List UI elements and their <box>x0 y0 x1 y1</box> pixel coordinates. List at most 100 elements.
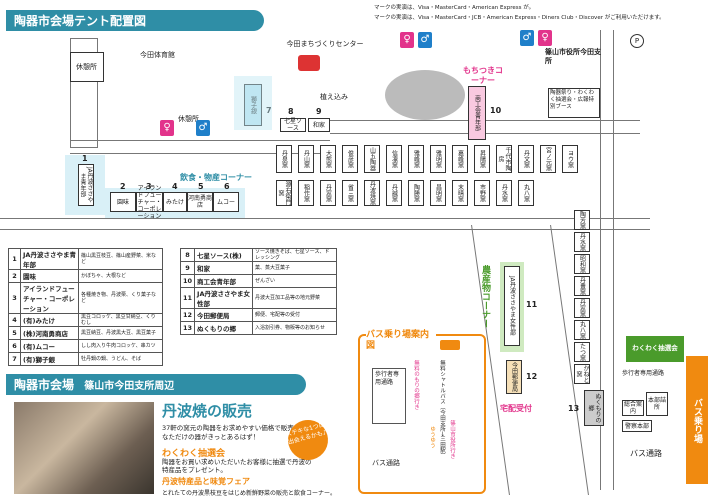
kiln-booth[interactable]: 省三窯 <box>342 180 358 206</box>
legend-name: 園味 <box>20 269 79 283</box>
kiln-booth[interactable]: 稲作窯 <box>298 180 314 206</box>
kiln-booth[interactable]: 丹誠窯 <box>386 180 402 206</box>
booth-number-10: 10 <box>490 106 502 115</box>
kiln-booth[interactable]: 市野窯 <box>474 180 490 206</box>
mochitsuki-label: もちつきコーナー <box>463 66 503 85</box>
kiln-booth[interactable]: 昇陽窯 <box>474 145 490 173</box>
machizukuri-label: 今田まちづくりセンター <box>286 40 364 48</box>
kiln-booth[interactable]: 宮ノ元窯 <box>540 145 556 173</box>
kiln-booth[interactable]: 陶芳窯 <box>574 210 590 230</box>
machizukuri-building <box>298 55 320 71</box>
bus-road-label: バス通路 <box>630 449 662 458</box>
bus-guide-frame <box>358 334 486 494</box>
kiln-booth[interactable]: 俊彦窯 <box>342 145 358 173</box>
kiln-booth[interactable]: 丹窓窯 <box>574 298 590 318</box>
kiln-booth[interactable]: 千代市陶房 <box>496 145 512 173</box>
legend-row: 6(有)ムコーしし肉入り牛肉コロッケ、串カツ <box>8 339 163 353</box>
booth-2[interactable]: 園味 <box>110 192 136 212</box>
kiln-booth[interactable]: 山五陶器 <box>364 145 380 173</box>
police-booth[interactable]: 警察本部 <box>622 420 652 432</box>
kiln-booth[interactable]: 昭和窯 <box>574 254 590 274</box>
booth-5[interactable]: 河南勇商店 <box>187 192 213 212</box>
bus-guide-title: バス乗り場案内図 <box>366 330 436 352</box>
booth-7[interactable]: 獅子銀 <box>244 84 262 126</box>
booth-number-12: 12 <box>526 372 538 381</box>
kiln-booth[interactable]: 丹山窯 <box>298 145 314 173</box>
section-title: 陶器市会場 篠山市今田支所周辺 <box>6 374 306 395</box>
legend-name: ぬくもりの郷 <box>194 321 254 335</box>
kiln-booth[interactable]: 雅明窯 <box>430 145 446 173</box>
legend-desc: 入浴割引券、物販等のお知らせ <box>252 321 338 335</box>
kiln-booth[interactable]: 丹泉窯 <box>276 145 292 173</box>
kiln-booth[interactable]: 丸八窯 <box>518 180 534 206</box>
legend-name: (株)河南勇商店 <box>20 326 79 340</box>
kiln-booth[interactable]: たつ窯 <box>574 342 590 362</box>
section-title-main: 陶器市会場 <box>14 378 75 392</box>
booth-10[interactable]: 商工会青年部 <box>468 86 486 140</box>
legend-number: 12 <box>179 308 196 322</box>
legend-name: 和家 <box>194 261 254 275</box>
tao-info-box[interactable]: 陶器祭り・わくわく抽選会・広報特別ブース <box>548 88 600 118</box>
booth-12[interactable]: 今田郵便局 <box>506 360 522 394</box>
bus-map-shuttle1: 無料のもりの郷行き <box>413 360 419 410</box>
kiln-booth[interactable]: 丹文窯 <box>518 145 534 173</box>
legend-name: アイランドフューチャー・コーポレーション <box>20 282 79 314</box>
booth-1[interactable]: JA丹波ささやま青年部 <box>78 164 94 206</box>
kiln-booth[interactable]: ヨウ窯 <box>562 145 578 173</box>
mens-toilet-icon: ♂ <box>196 120 210 136</box>
legend-name: (有)みたけ <box>20 313 79 327</box>
kiln-booth[interactable]: 末晴窯 <box>452 180 468 206</box>
kiln-booth[interactable]: 丹水窯 <box>574 232 590 252</box>
legend-desc: 篠山黒豆枝豆、篠山産野菜、米など <box>78 248 163 270</box>
booth-11[interactable]: JA丹波ささやま女性部 <box>504 266 520 346</box>
legend-name: JA丹波ささやま青年部 <box>20 248 79 270</box>
mens-toilet-icon: ♂ <box>418 32 432 48</box>
legend-number: 3 <box>8 282 21 314</box>
city-hall-label: 篠山市役所今田支所 <box>545 48 601 65</box>
kiln-booth[interactable]: かねと窯 <box>574 364 590 384</box>
booth-3[interactable]: アイランドフューチャー・コーポレーション <box>136 185 163 220</box>
legend-number: 2 <box>8 269 21 283</box>
top-note-2: マークの実演は、Visa・MasterCard・JCB・American Exp… <box>374 15 665 21</box>
kiln-booth[interactable]: 丹水窯 <box>496 180 512 206</box>
kiln-booth[interactable]: 陶勝窯 <box>408 180 424 206</box>
kiln-booth[interactable]: 雅峰窯 <box>408 145 424 173</box>
takuhai-label: 宅配受付 <box>500 404 532 413</box>
booth-number-7: 7 <box>266 106 272 115</box>
kiln-booth[interactable]: 丸八窯 <box>574 320 590 340</box>
hq-booth[interactable]: 本部詰所 <box>646 392 668 416</box>
road-outline <box>0 218 650 230</box>
booth-number-11: 11 <box>526 300 538 309</box>
kiln-booth[interactable]: 大熊窯 <box>320 145 336 173</box>
legend-name: 商工会青年部 <box>194 274 254 288</box>
booth-13[interactable]: ぬくもりの郷 <box>584 390 604 426</box>
kiln-booth[interactable]: 丹窓窯 <box>320 180 336 206</box>
booth-9[interactable]: 和家 <box>308 118 330 132</box>
legend-name: 今田郵便局 <box>194 308 254 322</box>
lottery-box[interactable]: わくわく抽選会 <box>626 336 684 362</box>
kiln-booth[interactable]: 源右衛門窯 <box>276 180 292 206</box>
legend-row: 5(株)河南勇商店黒豆納豆、丹波黒大豆、黒豆菓子 <box>8 326 163 340</box>
top-note-1: マークの実演は、Visa・MasterCard・American Express… <box>374 5 535 11</box>
legend-number: 6 <box>8 339 21 353</box>
kyukeijo-box <box>70 52 104 82</box>
promo-title: 丹波焼の販売 <box>162 402 253 420</box>
booth-number-9: 9 <box>316 107 322 116</box>
kiln-booth[interactable]: 丹波焼窯 <box>364 180 380 206</box>
booth-number-5: 5 <box>198 182 204 191</box>
booth-4[interactable]: みたけ <box>163 192 187 212</box>
booth-8[interactable]: 七星ソース <box>280 118 306 132</box>
kiln-booth[interactable]: 丹豊窯 <box>574 276 590 296</box>
kiln-booth[interactable]: 信凛窯 <box>386 145 402 173</box>
kiln-booth[interactable]: 昌明窯 <box>430 180 446 206</box>
booth-number-13: 13 <box>568 404 580 413</box>
kiln-booth[interactable]: 嘉峰窯 <box>452 145 468 173</box>
guide-booth[interactable]: 総合案内 <box>622 400 644 416</box>
legend-desc: 牡丹鍋の鍋、うどん、そば <box>78 352 163 366</box>
booth-6[interactable]: ムコー <box>213 192 239 212</box>
